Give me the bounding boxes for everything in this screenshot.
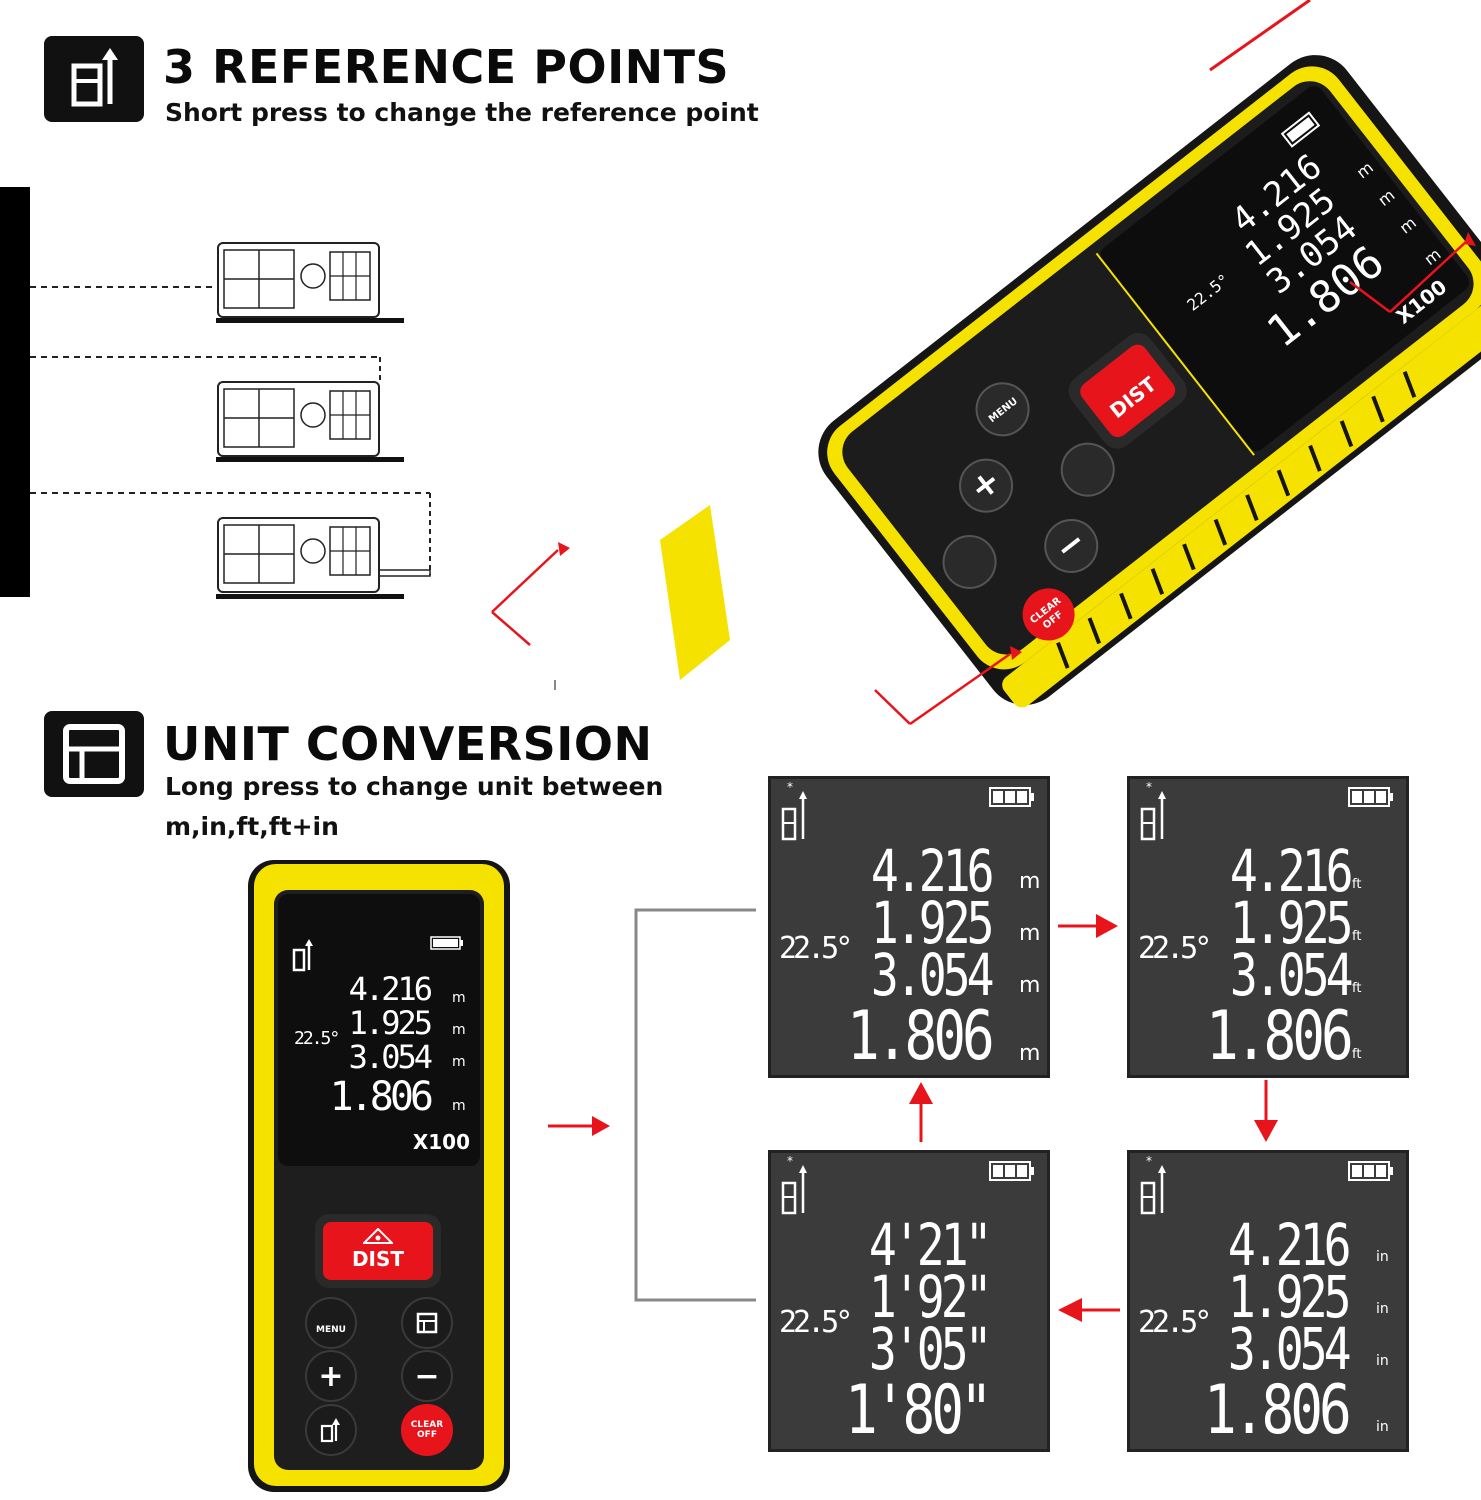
- reference-diagram-front: [30, 242, 404, 323]
- lcd-reading-3: 3.054: [871, 941, 995, 1009]
- device-model-label: X100: [412, 1130, 470, 1154]
- off-label: OFF: [417, 1430, 437, 1440]
- lcd-temperature: 22.5°: [1138, 1305, 1212, 1340]
- lcd-reading-1: 4.216: [871, 837, 995, 905]
- lcd-meters: * 22.5° 4.216 1.925 3.054 1.806 m m m m: [768, 776, 1050, 1078]
- svg-text:*: *: [1146, 781, 1152, 794]
- lcd-reading-2: 1'92": [869, 1263, 993, 1331]
- lcd-battery-icon: [1348, 787, 1393, 807]
- lcd-unit-4: in: [1376, 1419, 1389, 1435]
- menu-button[interactable]: MENU: [305, 1297, 357, 1349]
- lcd-unit-3: in: [1376, 1353, 1389, 1369]
- lcd-unit-4: m: [1019, 1041, 1041, 1066]
- lcd-unit-4: ft: [1352, 1047, 1362, 1062]
- lcd-reading-4: 1.806: [847, 997, 995, 1076]
- lcd-reading-4: 1.806: [1206, 997, 1354, 1076]
- device-unit-1: m: [452, 990, 466, 1006]
- lcd-inches: * 22.5° 4.216 1.925 3.054 1.806 in in in…: [1127, 1150, 1409, 1452]
- section-title-reference: 3 REFERENCE POINTS: [163, 40, 730, 94]
- lcd-unit-1: m: [1019, 869, 1041, 894]
- lcd-unit-3: m: [1019, 973, 1041, 998]
- laser-measure-device-angled: MENU + − DIST CLEAR OFF 4.216 1.925 3.05…: [491, 0, 1481, 726]
- svg-text:*: *: [787, 1155, 793, 1168]
- clear-off-button[interactable]: CLEAR OFF: [401, 1404, 453, 1456]
- lcd-feet-inches: * 22.5° 4'21" 1'92" 3'05" 1'80": [768, 1150, 1050, 1452]
- lcd-laser-reference-icon: *: [1140, 781, 1166, 841]
- lcd-reading-3: 3'05": [869, 1315, 993, 1383]
- lcd-temperature: 22.5°: [779, 931, 853, 966]
- lcd-reading-2: 1.925: [871, 889, 995, 957]
- lcd-unit-2: ft: [1352, 929, 1362, 944]
- battery-icon: [430, 936, 463, 950]
- device-reading-2: 1.925: [348, 1004, 433, 1042]
- reference-diagram-pin: [30, 492, 431, 599]
- reference-point-button-icon: [320, 1418, 340, 1443]
- lcd-reading-2: 1.925: [1230, 889, 1354, 957]
- lcd-reading-2: 1.925: [1228, 1263, 1352, 1331]
- clear-label: CLEAR: [410, 1420, 444, 1430]
- lcd-laser-reference-icon: *: [1140, 1155, 1166, 1215]
- area-volume-button[interactable]: [401, 1297, 453, 1349]
- lcd-laser-reference-icon: *: [781, 781, 807, 841]
- device-unit-4: m: [452, 1098, 466, 1114]
- area-volume-icon: [416, 1312, 438, 1334]
- lcd-unit-3: ft: [1352, 981, 1362, 996]
- flow-connectors: [548, 908, 756, 1302]
- left-accent-bar: [0, 187, 30, 597]
- lcd-unit-1: ft: [1352, 877, 1362, 892]
- lcd-reading-3: 3.054: [1228, 1315, 1352, 1383]
- reference-point-diagrams: [30, 242, 431, 599]
- minus-button[interactable]: −: [401, 1350, 453, 1402]
- lcd-feet: * 22.5° 4.216 1.925 3.054 1.806 ft ft ft…: [1127, 776, 1409, 1078]
- lcd-battery-icon: [1348, 1161, 1393, 1181]
- lcd-battery-icon: [989, 787, 1034, 807]
- lcd-temperature: 22.5°: [779, 1305, 853, 1340]
- section-subtitle-unit-line1: Long press to change unit between: [165, 772, 664, 801]
- minus-button-label: −: [414, 1358, 440, 1394]
- reference-diagram-rear: [30, 356, 404, 462]
- device-unit-3: m: [452, 1054, 466, 1070]
- lcd-reading-1: 4.216: [1228, 1211, 1352, 1279]
- lcd-reading-4: 1'80": [845, 1371, 993, 1450]
- lcd-temperature: 22.5°: [1138, 931, 1212, 966]
- lcd-unit-2: m: [1019, 921, 1041, 946]
- dist-button[interactable]: DIST: [315, 1214, 441, 1288]
- device-temperature: 22.5°: [294, 1028, 340, 1049]
- dist-button-label: DIST: [351, 1247, 405, 1271]
- svg-text:*: *: [1146, 1155, 1152, 1168]
- svg-text:*: *: [787, 781, 793, 794]
- lcd-reading-1: 4.216: [1230, 837, 1354, 905]
- device-screen: 22.5° 4.216 1.925 3.054 1.806 m m m m X1…: [278, 894, 480, 1166]
- reference-point-icon: [44, 36, 144, 122]
- laser-measure-device-front: 22.5° 4.216 1.925 3.054 1.806 m m m m X1…: [248, 860, 510, 1492]
- menu-button-label: MENU: [316, 1325, 346, 1335]
- reference-button[interactable]: [305, 1404, 357, 1456]
- section-subtitle-reference: Short press to change the reference poin…: [165, 98, 759, 127]
- unit-conversion-icon: [44, 711, 144, 797]
- lcd-laser-reference-icon: *: [781, 1155, 807, 1215]
- section-subtitle-unit-line2: m,in,ft,ft+in: [165, 812, 339, 841]
- laser-reference-icon: [292, 939, 313, 972]
- device-reading-1: 4.216: [348, 970, 433, 1008]
- device-reading-3: 3.054: [348, 1038, 433, 1076]
- plus-button-label: +: [318, 1358, 344, 1394]
- lcd-reading-1: 4'21": [869, 1211, 993, 1279]
- device-reading-4: 1.806: [329, 1074, 434, 1120]
- lcd-reading-4: 1.806: [1204, 1371, 1352, 1450]
- lcd-unit-2: in: [1376, 1301, 1389, 1317]
- lcd-reading-3: 3.054: [1230, 941, 1354, 1009]
- section-title-unit-conversion: UNIT CONVERSION: [163, 717, 653, 771]
- lcd-battery-icon: [989, 1161, 1034, 1181]
- plus-button[interactable]: +: [305, 1350, 357, 1402]
- device-unit-2: m: [452, 1022, 466, 1038]
- lcd-unit-1: in: [1376, 1249, 1389, 1265]
- laser-triangle-icon: [363, 1228, 393, 1244]
